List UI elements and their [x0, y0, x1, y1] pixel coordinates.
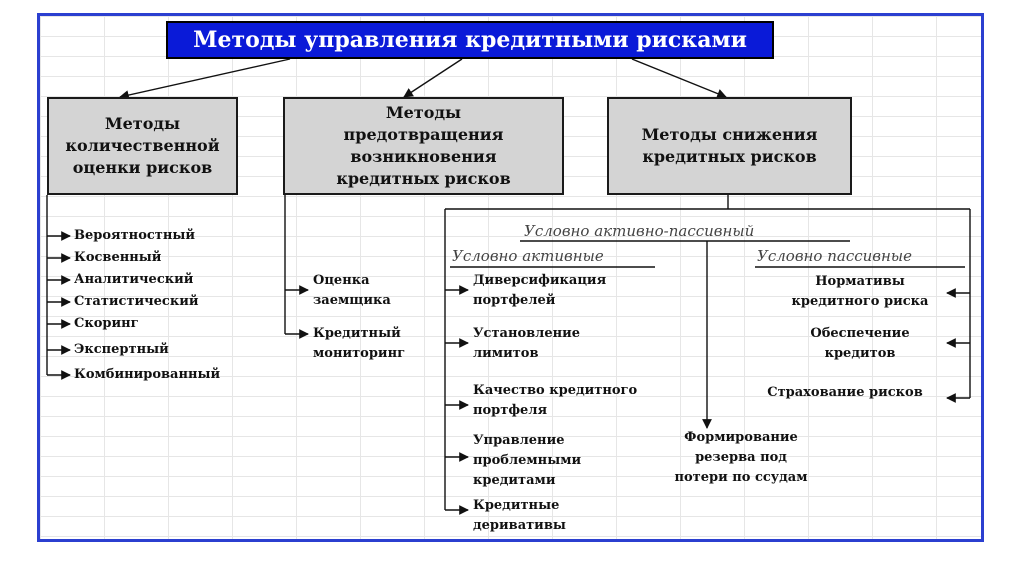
item-line: лимитов: [473, 346, 539, 361]
box-line: Методы: [104, 114, 181, 133]
active-item: Кредитные деривативы: [473, 496, 566, 536]
passive-item: Страхование рисков: [745, 383, 945, 403]
item-line: Страхование рисков: [767, 385, 923, 400]
item-line: Нормативы: [815, 274, 905, 289]
box-line: Методы: [385, 103, 462, 122]
item-line: Оценка: [313, 273, 370, 288]
item-line: кредитного риска: [791, 294, 929, 309]
active-item: Установление лимитов: [473, 324, 580, 364]
item-line: портфеля: [473, 403, 548, 418]
box-quantitative-methods: Методы количественной оценки рисков: [47, 97, 238, 195]
passive-item: Обеспечение кредитов: [775, 324, 945, 364]
diagram-title: Методы управления кредитными рисками: [166, 21, 774, 59]
category-passive: Условно пассивные: [757, 247, 913, 265]
item-line: потери по ссудам: [674, 470, 808, 485]
box-line: кредитных рисков: [336, 169, 511, 188]
box-line: количественной: [65, 136, 220, 155]
category-active: Условно активные: [452, 247, 604, 265]
item-line: Качество кредитного: [473, 383, 638, 398]
quant-item: Комбинированный: [74, 367, 221, 382]
item-line: Установление: [473, 326, 581, 341]
box-reduction-methods: Методы снижения кредитных рисков: [607, 97, 852, 195]
item-line: проблемными: [473, 453, 582, 468]
category-mixed: Условно активно-пассивный: [524, 222, 755, 240]
item-line: Обеспечение: [810, 326, 910, 341]
item-line: заемщика: [313, 293, 391, 308]
item-line: резерва под: [695, 450, 787, 465]
center-item-reserve: Формирование резерва под потери по ссуда…: [650, 428, 832, 488]
quant-item: Вероятностный: [74, 228, 196, 243]
quant-item: Статистический: [74, 294, 199, 309]
active-item: Качество кредитного портфеля: [473, 381, 637, 421]
quant-item: Аналитический: [74, 272, 194, 287]
box-line: возникновения: [350, 147, 497, 166]
active-item: Диверсификация портфелей: [473, 271, 606, 311]
box-line: оценки рисков: [72, 158, 213, 177]
item-line: кредитов: [824, 346, 896, 361]
active-item: Управление проблемными кредитами: [473, 431, 581, 491]
prevent-item-borrower: Оценка заемщика: [313, 271, 391, 311]
box-line: кредитных рисков: [642, 147, 817, 166]
prevent-item-monitoring: Кредитный мониторинг: [313, 324, 405, 364]
item-line: мониторинг: [313, 346, 406, 361]
box-line: предотвращения: [343, 125, 504, 144]
arrow-title-prevent: [403, 58, 463, 98]
item-line: Управление: [473, 433, 565, 448]
box-line: Методы снижения: [641, 125, 818, 144]
quant-item: Скоринг: [74, 316, 139, 331]
item-line: деривативы: [473, 518, 566, 533]
passive-item: Нормативы кредитного риска: [775, 272, 945, 312]
arrow-title-reduce: [631, 58, 727, 99]
quant-item: Экспертный: [74, 342, 169, 357]
item-line: кредитами: [473, 473, 556, 488]
item-line: Кредитный: [313, 326, 401, 341]
item-line: Диверсификация: [473, 273, 607, 288]
item-line: Кредитные: [473, 498, 560, 513]
arrow-title-quant: [119, 58, 291, 100]
quant-item: Косвенный: [74, 250, 162, 265]
box-prevention-methods: Методы предотвращения возникновения кред…: [283, 97, 564, 195]
item-line: Формирование: [684, 430, 798, 445]
item-line: портфелей: [473, 293, 556, 308]
